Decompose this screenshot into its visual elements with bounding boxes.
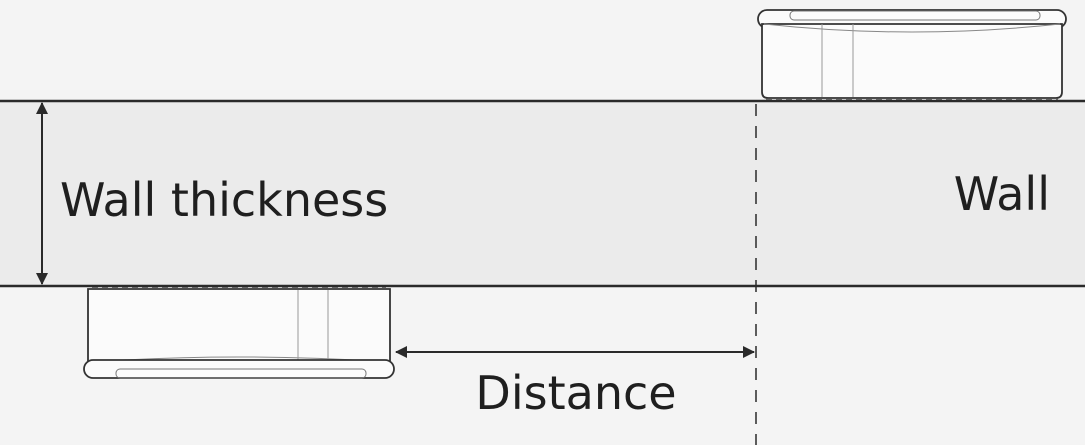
sensor-device-icon — [757, 9, 1067, 100]
wall-thickness-label: Wall thickness — [60, 173, 388, 227]
wall-label: Wall — [954, 167, 1050, 221]
sensor-device-icon — [83, 287, 395, 379]
wall-band — [0, 101, 1085, 286]
distance-label: Distance — [475, 366, 676, 420]
